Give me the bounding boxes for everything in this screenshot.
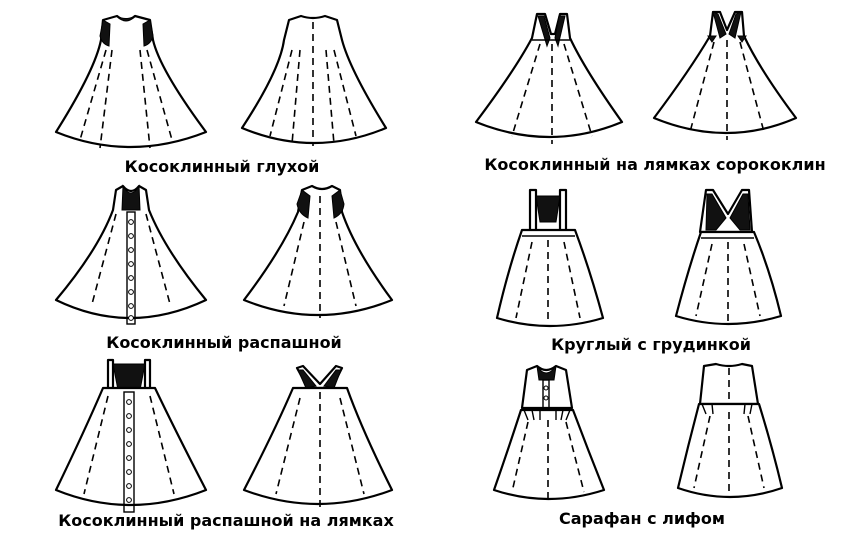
caption-raspashnoy-na-lyamkakh: Косоклинный распашной на лямках	[58, 511, 394, 530]
dress-kosoklinny-raspashnoy-back	[242, 184, 394, 318]
dress-kosoklinny-raspashnoy-front	[54, 184, 208, 325]
button-row	[128, 219, 134, 321]
dress-kosoklinny-glukhoy-front	[54, 14, 208, 149]
caption-sorokoklin: Косоклинный на лямках сорококлин	[484, 155, 825, 174]
caption-sarafan-s-lifom: Сарафан с лифом	[559, 509, 725, 528]
dress-krugly-s-grudinkoy-back	[674, 188, 783, 326]
caption-kosoklinny-glukhoy: Косоклинный глухой	[125, 157, 320, 176]
dress-sorokoklin-front	[474, 12, 624, 144]
dress-kosoklinny-glukhoy-back	[240, 14, 388, 146]
caption-kosoklinny-raspashnoy: Косоклинный распашной	[106, 333, 342, 352]
dress-sarafan-s-lifom-back	[676, 362, 784, 499]
dress-raspashnoy-na-lyamkakh-back	[242, 364, 394, 508]
button-row	[126, 399, 132, 503]
caption-krugly-s-grudinkoy: Круглый с грудинкой	[551, 335, 751, 354]
dress-raspashnoy-na-lyamkakh-front	[54, 358, 208, 513]
dress-sarafan-s-lifom-front	[492, 364, 606, 501]
dress-krugly-s-grudinkoy-front	[495, 188, 605, 328]
dress-sorokoklin-back	[652, 10, 798, 140]
